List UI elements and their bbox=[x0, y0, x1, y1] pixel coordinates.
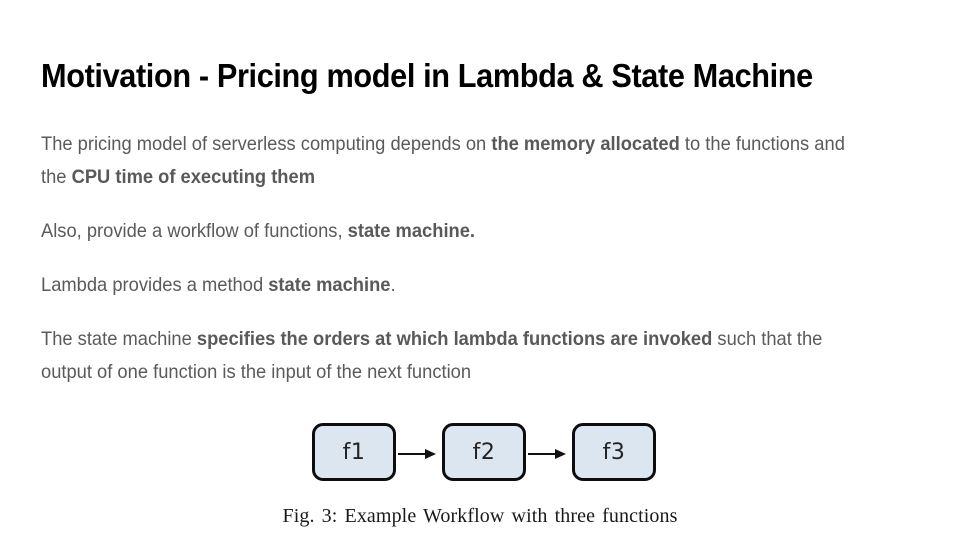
workflow-node-f2: f2 bbox=[442, 423, 526, 481]
body-text: The pricing model of serverless computin… bbox=[41, 133, 492, 155]
workflow-arrow-f2-to-f3 bbox=[528, 449, 568, 459]
paragraph-workflow-of-functions: Also, provide a workflow of functions, s… bbox=[41, 215, 848, 248]
workflow-node-f1: f1 bbox=[312, 423, 396, 481]
emphasis-text: state machine. bbox=[347, 220, 476, 242]
workflow-node-f1-label: f1 bbox=[342, 439, 366, 465]
emphasis-text: CPU time of executing them bbox=[71, 166, 316, 188]
paragraph-pricing-model: The pricing model of serverless computin… bbox=[41, 128, 848, 194]
arrow-shaft-icon bbox=[528, 453, 558, 455]
workflow-diagram: f1 f2 f3 bbox=[300, 416, 660, 494]
body-content: The pricing model of serverless computin… bbox=[41, 128, 847, 389]
body-text: to the functions and the bbox=[41, 133, 845, 188]
body-text: Lambda provides a method bbox=[41, 274, 269, 296]
workflow-node-f3: f3 bbox=[572, 423, 656, 481]
workflow-figure: f1 f2 f3 Fig. 3: Example Workflow with t… bbox=[0, 416, 960, 528]
figure-caption: Fig. 3: Example Workflow with three func… bbox=[282, 505, 678, 527]
arrow-shaft-icon bbox=[398, 453, 428, 455]
paragraph-lambda-method: Lambda provides a method state machine. bbox=[41, 269, 848, 302]
page-title: Motivation - Pricing model in Lambda & S… bbox=[41, 57, 813, 94]
arrow-head-icon bbox=[425, 449, 436, 459]
body-text: . bbox=[390, 274, 396, 296]
emphasis-text: specifies the orders at which lambda fun… bbox=[196, 328, 713, 350]
emphasis-text: state machine bbox=[268, 274, 391, 296]
arrow-head-icon bbox=[555, 449, 566, 459]
body-text: such that the output of one function is … bbox=[41, 328, 823, 383]
workflow-arrow-f1-to-f2 bbox=[398, 449, 438, 459]
body-text: The state machine bbox=[41, 328, 197, 350]
workflow-node-f3-label: f3 bbox=[602, 439, 626, 465]
paragraph-state-machine-orders: The state machine specifies the orders a… bbox=[41, 323, 848, 389]
body-text: Also, provide a workflow of functions, bbox=[41, 220, 348, 242]
workflow-node-f2-label: f2 bbox=[472, 439, 496, 465]
emphasis-text: the memory allocated bbox=[491, 133, 680, 155]
